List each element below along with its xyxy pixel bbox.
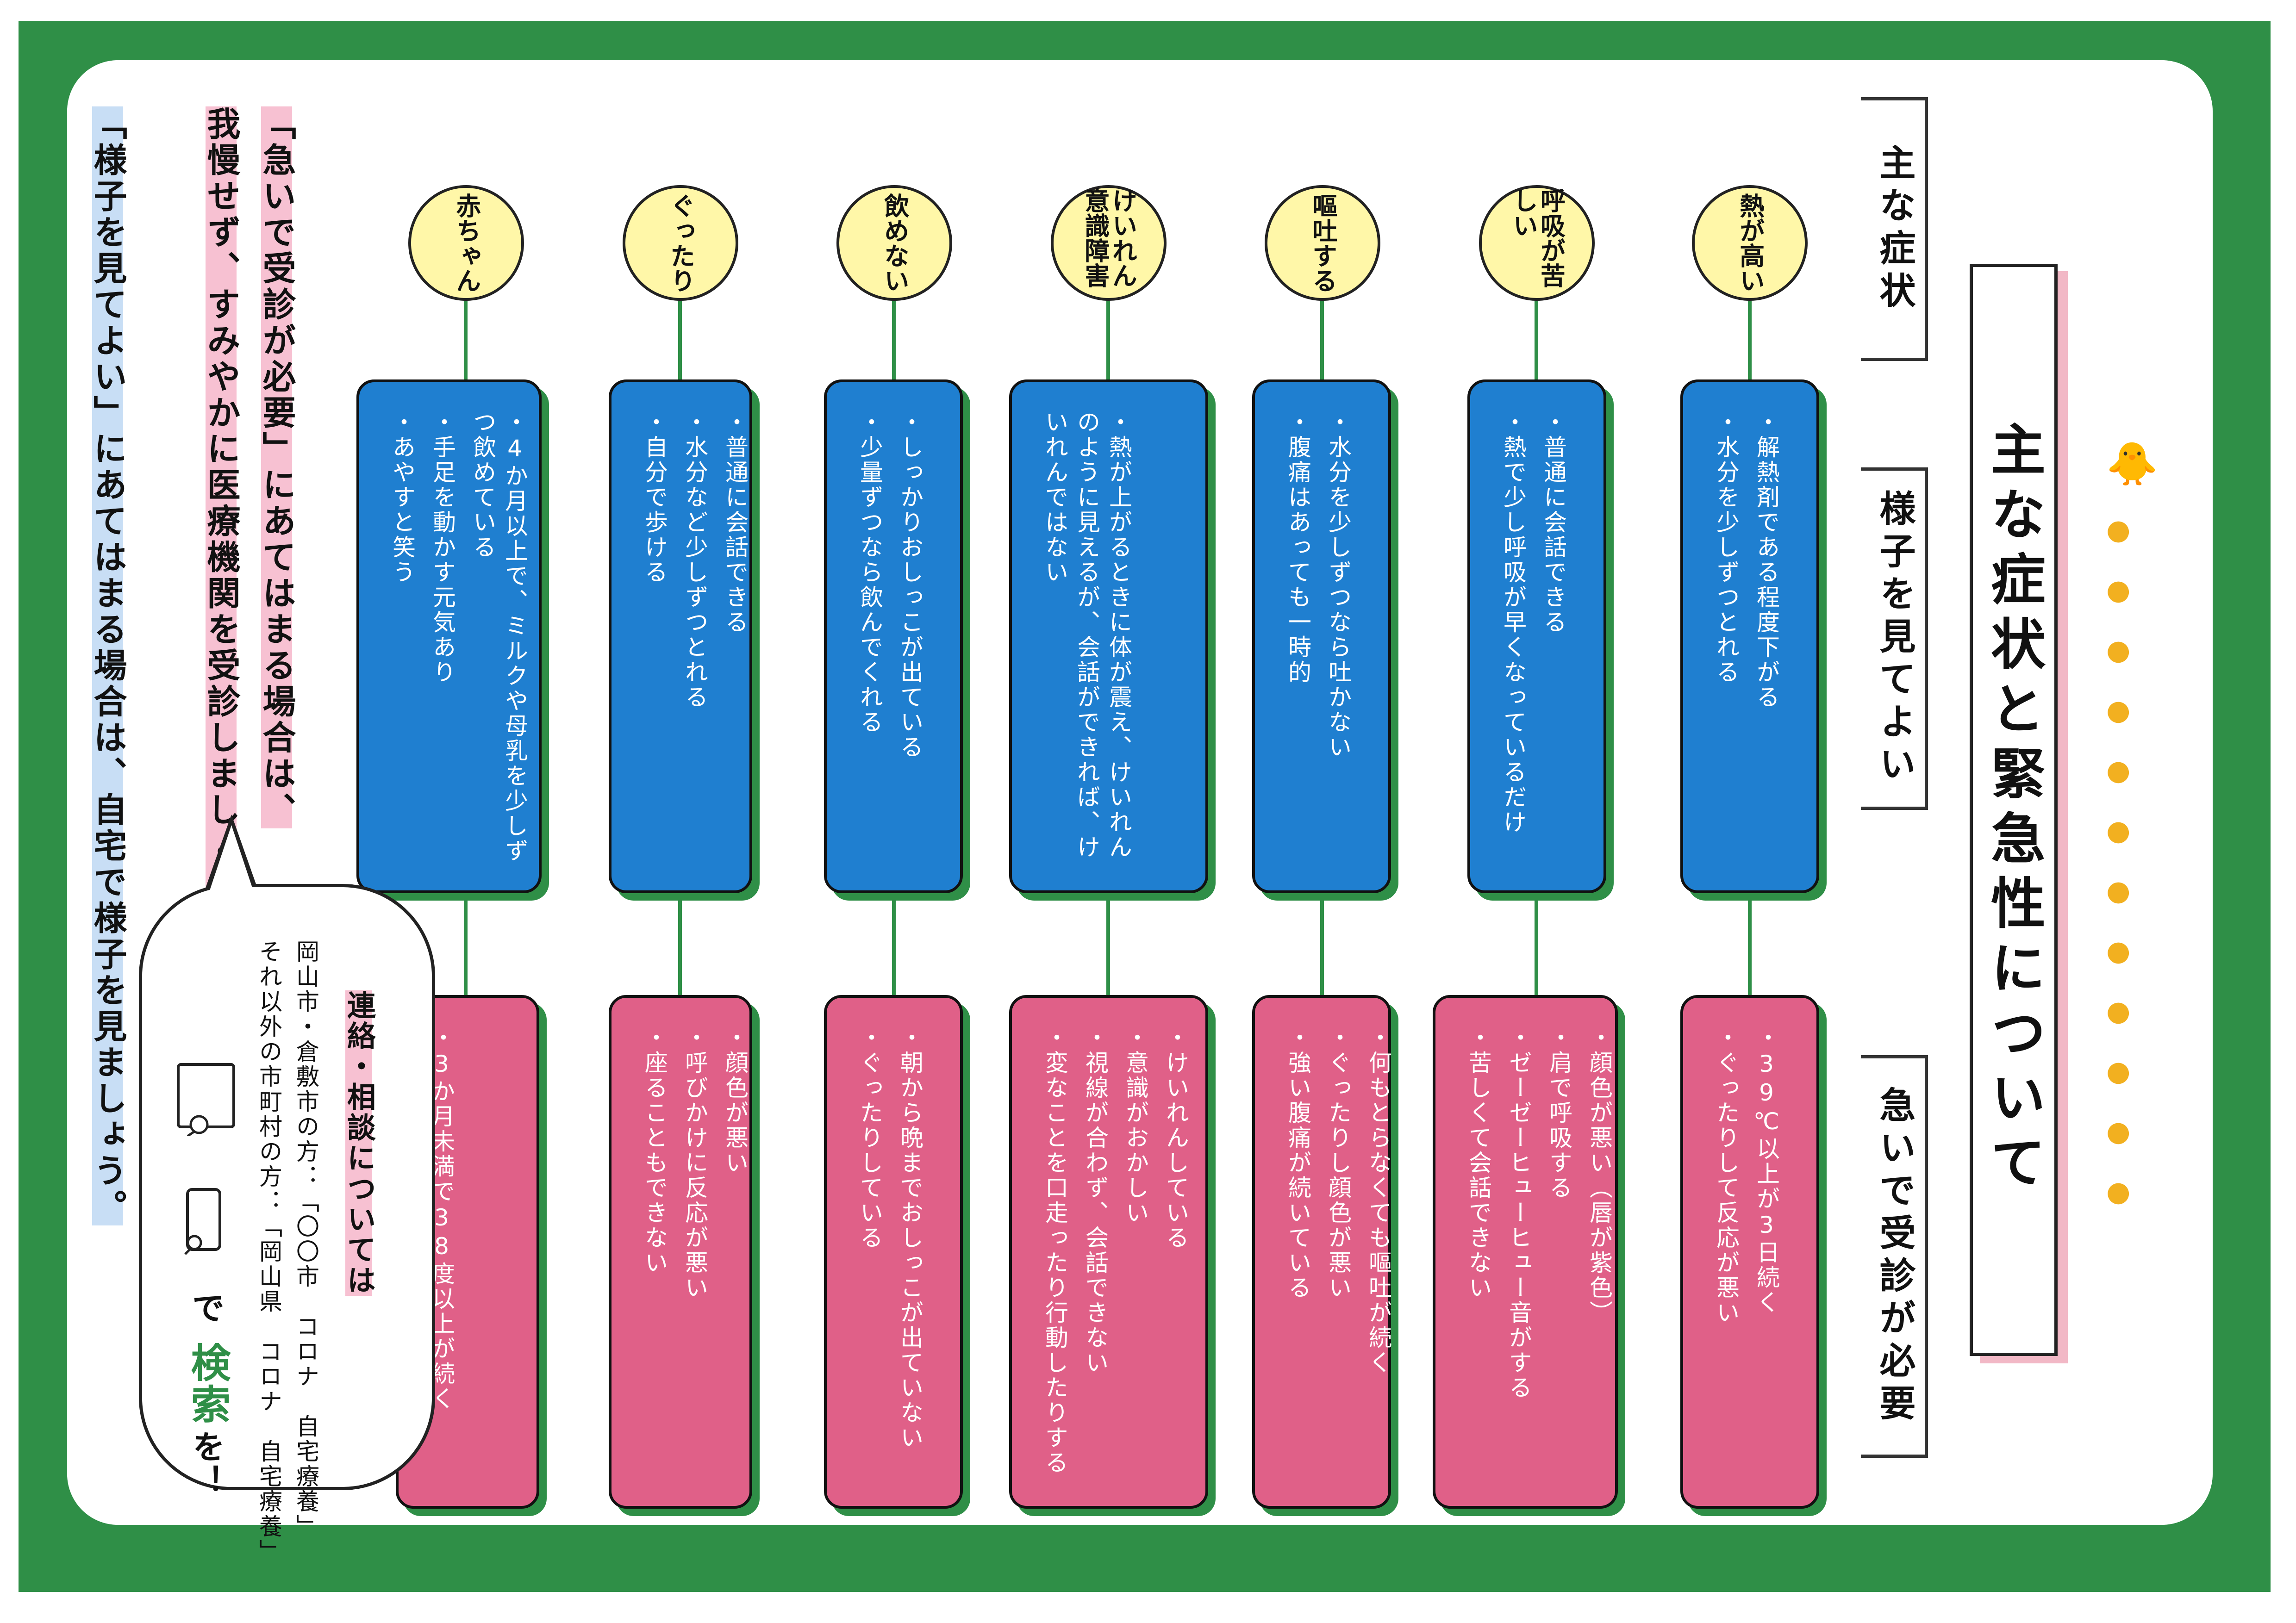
contact-heading: 連絡・相談については — [338, 990, 380, 1296]
bullet-item: ・水分を少しずつとれる — [1713, 410, 1740, 685]
bullet-item: ・39℃以上が3日続く — [1753, 1026, 1780, 1315]
duckling-icon: ● — [2106, 574, 2131, 606]
duckling-icon: ● — [2106, 1175, 2131, 1208]
bullet-item: ・ぐったりしている — [856, 1026, 883, 1250]
bullet-item: ・腹痛はあっても一時的 — [1285, 410, 1311, 685]
bullet-item: ・けいれんしている — [1162, 1026, 1189, 1250]
title-box: 主な症状と緊急性について — [1970, 264, 2058, 1356]
symptom-circle: けいれん 意識障害 — [1051, 185, 1167, 301]
urgent-box: ・朝から晩までおしっこが出ていない ・ぐったりしている — [824, 995, 963, 1509]
bullet-item: ・肩で呼吸する — [1546, 1026, 1572, 1200]
bullet-item: ・呼びかけに反応が悪い — [681, 1026, 708, 1300]
label-bracket-watch — [1861, 467, 1928, 810]
duckling-icon: ● — [2106, 694, 2131, 727]
duckling-icon: ● — [2106, 1115, 2131, 1148]
duckling-icon: ● — [2106, 514, 2131, 546]
duckling-icon: ● — [2106, 935, 2131, 967]
computer-icon — [174, 1060, 243, 1138]
watch-box: ・水分を少しずつなら吐かない ・腹痛はあっても一時的 — [1252, 379, 1391, 893]
duckling-icon: ● — [2106, 1055, 2131, 1088]
bullet-item: ・変なことを口走ったり行動したりする — [1042, 1026, 1068, 1475]
symptom-circle: ぐったり — [623, 185, 738, 301]
urgent-box: ・何もとらなくても嘔吐が続く ・ぐったりし顔色が悪い ・強い腹痛が続いている — [1252, 995, 1392, 1509]
label-watch: 様子を見てよい — [1873, 490, 1915, 788]
search-word: 検索 — [184, 1342, 230, 1425]
bullet-item: ・4か月以上で、ミルクや母乳を少しずつ飲めている — [469, 410, 528, 864]
duckling-icon: ● — [2106, 995, 2131, 1027]
bullet-item: ・何もとらなくても嘔吐が続く — [1365, 1026, 1392, 1375]
watch-box: ・熱が上がるときに体が震え、けいれんのように見えるが、会話ができれば、けいれんで… — [1009, 379, 1208, 893]
bullet-item: ・ゼーゼーヒューヒュー音がする — [1505, 1026, 1532, 1400]
duckling-icon: ● — [2106, 815, 2131, 847]
bullet-item: ・少量ずつなら飲んでくれる — [856, 410, 883, 735]
symptom-circle: 熱が高い — [1692, 185, 1808, 301]
search-suffix: を！ — [187, 1430, 225, 1499]
watch-box: ・しっかりおしっこが出ている ・少量ずつなら飲んでくれる — [824, 379, 963, 893]
symptom-circle: 飲めない — [836, 185, 952, 301]
duckling-icon: ● — [2106, 634, 2131, 666]
bullet-item: ・しっかりおしっこが出ている — [897, 410, 923, 760]
urgent-box: ・39℃以上が3日続く ・ぐったりして反応が悪い — [1680, 995, 1819, 1509]
bullet-item: ・座ることもできない — [641, 1026, 668, 1275]
watch-box: ・4か月以上で、ミルクや母乳を少しずつ飲めている ・手足を動かす元気あり ・あや… — [356, 379, 542, 893]
bullet-item: ・普通に会話できる — [1540, 410, 1567, 635]
bullet-item: ・普通に会話できる — [722, 410, 749, 635]
duckling-icon: ● — [2106, 875, 2131, 907]
bullet-item: ・熱が上がるときに体が震え、けいれんのように見えるが、会話ができれば、けいれんで… — [1042, 410, 1132, 860]
bullet-item: ・水分など少しずつとれる — [681, 410, 708, 710]
symptom-circle: 呼吸が苦しい — [1479, 185, 1595, 301]
bubble-tail-inner — [208, 825, 255, 895]
bullet-item: ・顔色が悪い（唇が紫色） — [1586, 1026, 1613, 1325]
bullet-item: ・解熱剤である程度下がる — [1753, 410, 1780, 710]
bullet-item: ・ぐったりし顔色が悪い — [1325, 1026, 1352, 1300]
urgent-box: ・けいれんしている ・意識がおかしい ・視線が合わず、会話できない ・変なことを… — [1009, 995, 1208, 1509]
label-bracket-urgent — [1861, 1055, 1928, 1458]
note-urgent-line: 「急いで受診が必要」にあてはまる場合は、 — [252, 106, 301, 828]
bullet-item: ・顔色が悪い — [722, 1026, 749, 1175]
urgent-box: ・顔色が悪い（唇が紫色） ・肩で呼吸する ・ゼーゼーヒューヒュー音がする ・苦し… — [1433, 995, 1618, 1509]
contact-line-other: それ以外の市町村の方：「岡山県 コロナ 自宅療養」 — [256, 939, 282, 1564]
label-symptoms: 主な症状 — [1873, 144, 1915, 314]
bullet-item: ・手足を動かす元気あり — [429, 410, 456, 685]
bullet-item: ・朝から晩までおしっこが出ていない — [897, 1026, 923, 1450]
bullet-item: ・あやすと笑う — [389, 410, 416, 585]
symptom-circle: 赤ちゃん — [408, 185, 524, 301]
bullet-item: ・水分を少しずつなら吐かない — [1325, 410, 1352, 760]
contact-line-cities: 岡山市・倉敷市の方：「〇〇市 コロナ 自宅療養」 — [293, 939, 319, 1539]
bullet-item: ・意識がおかしい — [1122, 1026, 1149, 1225]
bullet-item: ・視線が合わず、会話できない — [1082, 1026, 1109, 1375]
duck-icon: 🐥 — [2106, 440, 2159, 488]
smartphone-icon — [178, 1185, 229, 1259]
watch-box: ・解熱剤である程度下がる ・水分を少しずつとれる — [1680, 379, 1819, 893]
bullet-item: ・強い腹痛が続いている — [1285, 1026, 1311, 1300]
watch-box: ・普通に会話できる ・熱で少し呼吸が早くなっているだけ — [1467, 379, 1606, 893]
bullet-item: ・熱で少し呼吸が早くなっているだけ — [1500, 410, 1527, 835]
search-prefix: で — [187, 1291, 225, 1325]
note-watch-line: 「様子を見てよい」にあてはまる場合は、自宅で様子を見ましょう。 — [83, 106, 132, 1225]
note-see-doctor-line: 我慢せず、すみやかに医療機関を受診しましょう！ — [197, 106, 245, 937]
watch-box: ・普通に会話できる ・水分など少しずつとれる ・自分で歩ける — [609, 379, 752, 893]
bullet-item: ・苦しくて会話できない — [1465, 1026, 1492, 1300]
page-title: 主な症状と緊急性について — [1981, 421, 2046, 1199]
contact-bubble — [139, 884, 435, 1490]
duckling-icon: ● — [2106, 754, 2131, 787]
bullet-item: ・ぐったりして反応が悪い — [1713, 1026, 1740, 1325]
urgent-box: ・顔色が悪い ・呼びかけに反応が悪い ・座ることもできない — [609, 995, 752, 1509]
label-urgent: 急いで受診が必要 — [1873, 1086, 1915, 1427]
symptom-circle: 嘔吐する — [1265, 185, 1380, 301]
bullet-item: ・自分で歩ける — [641, 410, 668, 585]
label-bracket-symptoms — [1861, 97, 1928, 361]
